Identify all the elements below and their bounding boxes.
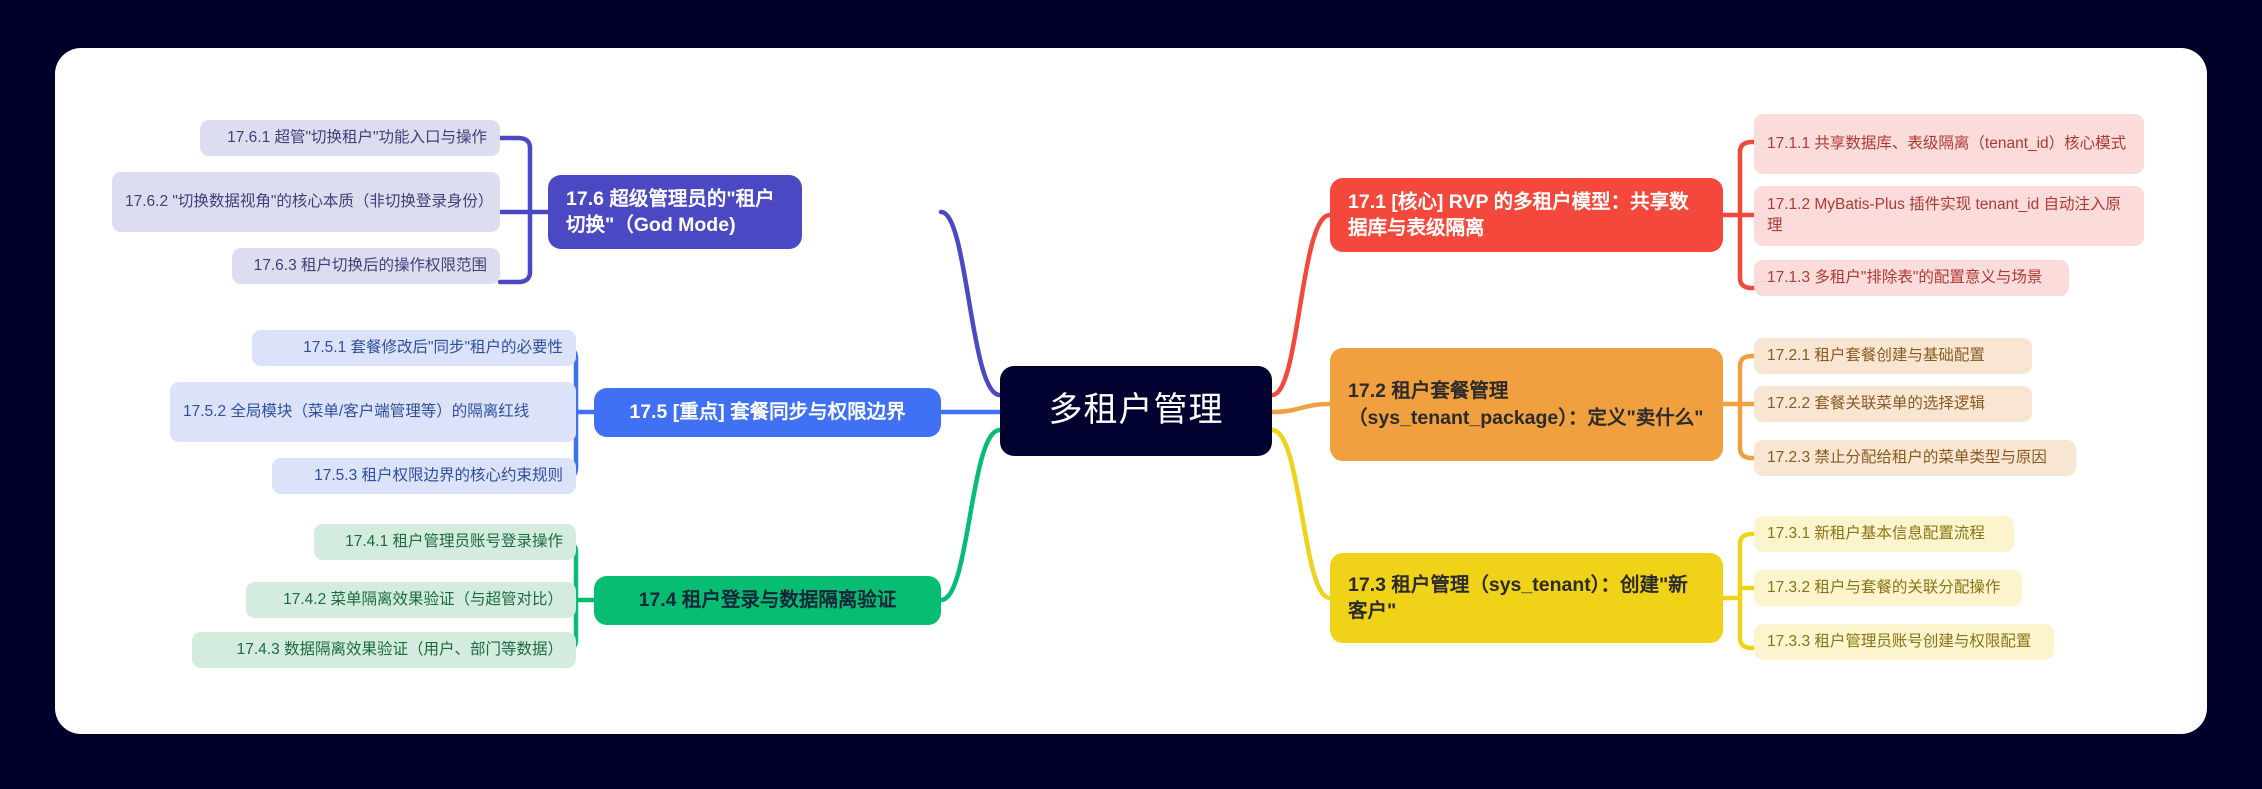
- leaf-label-17-5-1: 17.5.1 套餐修改后"同步"租户的必要性: [303, 338, 563, 356]
- central-node-label: 多租户管理: [1048, 391, 1224, 430]
- leaf-label-17-2-2: 17.2.2 套餐关联菜单的选择逻辑: [1767, 394, 1985, 412]
- leaf-label-17-6-3: 17.6.3 租户切换后的操作权限范围: [253, 256, 487, 274]
- leaf-label-17-1-1: 17.1.1 共享数据库、表级隔离（tenant_id）核心模式: [1767, 134, 2127, 152]
- leaf-label-17-3-1: 17.3.1 新租户基本信息配置流程: [1767, 524, 1985, 542]
- leaf-label-17-4-3: 17.4.3 数据隔离效果验证（用户、部门等数据）: [236, 640, 563, 658]
- branch-label-17-4: 17.4 租户登录与数据隔离验证: [638, 589, 897, 612]
- leaf-label-17-6-2: 17.6.2 "切换数据视角"的核心本质（非切换登录身份）: [125, 192, 494, 210]
- leaf-node-17-6-2[interactable]: 17.6.2 "切换数据视角"的核心本质（非切换登录身份）: [112, 172, 500, 232]
- leaf-node-17-3-1[interactable]: 17.3.1 新租户基本信息配置流程: [1754, 516, 2014, 552]
- leaf-node-17-6-1[interactable]: 17.6.1 超管"切换租户"功能入口与操作: [200, 120, 500, 156]
- leaf-node-17-1-2[interactable]: 17.1.2 MyBatis-Plus 插件实现 tenant_id 自动注入原…: [1754, 186, 2144, 246]
- leaf-label-17-3-3: 17.3.3 租户管理员账号创建与权限配置: [1767, 632, 2032, 650]
- leaf-node-17-2-3[interactable]: 17.2.3 禁止分配给租户的菜单类型与原因: [1754, 440, 2076, 476]
- central-node[interactable]: 多租户管理: [1000, 366, 1272, 456]
- leaf-label-17-5-2: 17.5.2 全局模块（菜单/客户端管理等）的隔离红线: [183, 402, 530, 420]
- branch-node-17-2[interactable]: 17.2 租户套餐管理（sys_tenant_package）：定义"卖什么": [1330, 348, 1723, 461]
- branch-node-17-4[interactable]: 17.4 租户登录与数据隔离验证: [594, 576, 941, 625]
- branch-node-17-6[interactable]: 17.6 超级管理员的"租户切换"（God Mode): [548, 175, 802, 249]
- leaf-label-17-2-1: 17.2.1 租户套餐创建与基础配置: [1767, 346, 1985, 364]
- leaf-label-17-4-1: 17.4.1 租户管理员账号登录操作: [345, 532, 563, 550]
- branch-label-17-3: 17.3 租户管理（sys_tenant）：创建"新客户": [1348, 573, 1688, 622]
- branch-label-17-6: 17.6 超级管理员的"租户切换"（God Mode): [566, 187, 775, 236]
- leaf-label-17-4-2: 17.4.2 菜单隔离效果验证（与超管对比）: [283, 590, 563, 608]
- leaf-label-17-1-2: 17.1.2 MyBatis-Plus 插件实现 tenant_id 自动注入原…: [1767, 196, 2122, 234]
- branch-label-17-5: 17.5 [重点] 套餐同步与权限边界: [629, 401, 906, 424]
- branch-node-17-1[interactable]: 17.1 [核心] RVP 的多租户模型：共享数据库与表级隔离: [1330, 178, 1723, 252]
- leaf-label-17-1-3: 17.1.3 多租户"排除表"的配置意义与场景: [1767, 268, 2043, 286]
- branch-label-17-1: 17.1 [核心] RVP 的多租户模型：共享数据库与表级隔离: [1348, 190, 1689, 239]
- leaf-node-17-5-3[interactable]: 17.5.3 租户权限边界的核心约束规则: [272, 458, 576, 494]
- leaf-node-17-6-3[interactable]: 17.6.3 租户切换后的操作权限范围: [232, 248, 500, 284]
- branch-node-17-3[interactable]: 17.3 租户管理（sys_tenant）：创建"新客户": [1330, 553, 1723, 643]
- leaf-label-17-5-3: 17.5.3 租户权限边界的核心约束规则: [314, 466, 563, 484]
- leaf-node-17-4-1[interactable]: 17.4.1 租户管理员账号登录操作: [314, 524, 576, 560]
- branch-label-17-2: 17.2 租户套餐管理（sys_tenant_package）：定义"卖什么": [1348, 380, 1704, 429]
- leaf-node-17-2-1[interactable]: 17.2.1 租户套餐创建与基础配置: [1754, 338, 2032, 374]
- leaf-label-17-2-3: 17.2.3 禁止分配给租户的菜单类型与原因: [1767, 448, 2047, 466]
- leaf-node-17-4-2[interactable]: 17.4.2 菜单隔离效果验证（与超管对比）: [246, 582, 576, 618]
- leaf-node-17-3-2[interactable]: 17.3.2 租户与套餐的关联分配操作: [1754, 570, 2022, 606]
- leaf-node-17-3-3[interactable]: 17.3.3 租户管理员账号创建与权限配置: [1754, 624, 2054, 660]
- branch-node-17-5[interactable]: 17.5 [重点] 套餐同步与权限边界: [594, 388, 941, 437]
- leaf-label-17-6-1: 17.6.1 超管"切换租户"功能入口与操作: [227, 128, 487, 146]
- leaf-node-17-1-1[interactable]: 17.1.1 共享数据库、表级隔离（tenant_id）核心模式: [1754, 114, 2144, 174]
- leaf-label-17-3-2: 17.3.2 租户与套餐的关联分配操作: [1767, 578, 2001, 596]
- leaf-node-17-5-1[interactable]: 17.5.1 套餐修改后"同步"租户的必要性: [252, 330, 576, 366]
- leaf-node-17-2-2[interactable]: 17.2.2 套餐关联菜单的选择逻辑: [1754, 386, 2032, 422]
- leaf-node-17-5-2[interactable]: 17.5.2 全局模块（菜单/客户端管理等）的隔离红线: [170, 382, 576, 442]
- leaf-node-17-1-3[interactable]: 17.1.3 多租户"排除表"的配置意义与场景: [1754, 260, 2069, 296]
- leaf-node-17-4-3[interactable]: 17.4.3 数据隔离效果验证（用户、部门等数据）: [192, 632, 576, 668]
